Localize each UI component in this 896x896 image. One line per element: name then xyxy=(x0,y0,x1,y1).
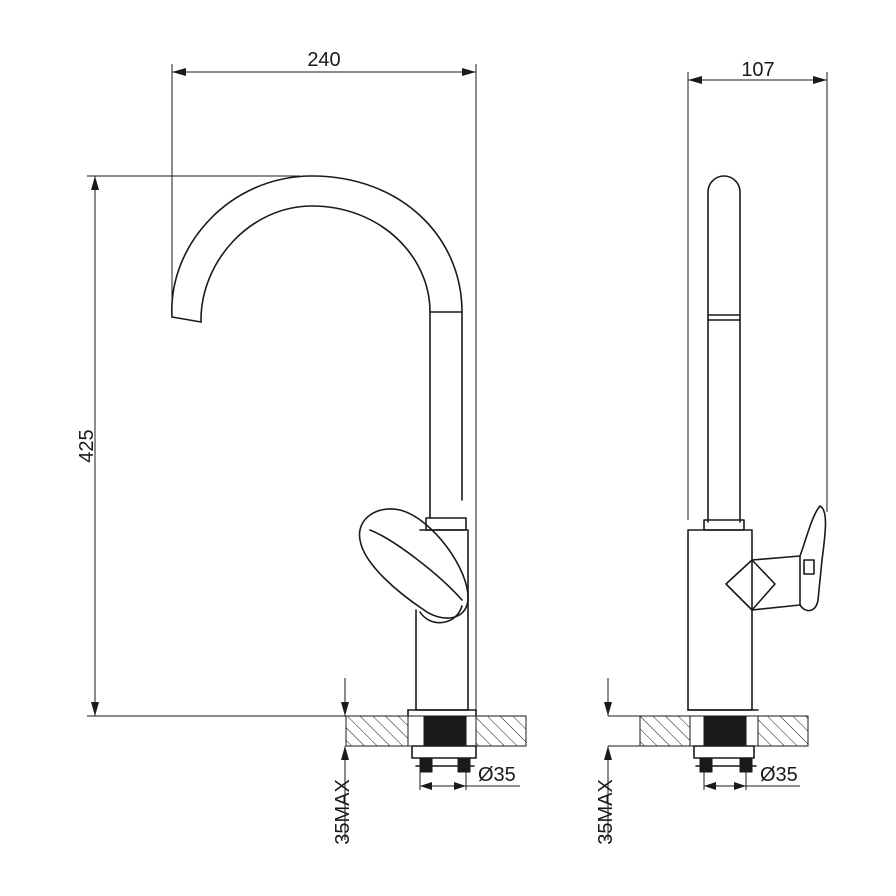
depth-dimension-label: 107 xyxy=(741,59,774,81)
lever-handle-side xyxy=(725,505,827,612)
max-thickness-dimension-side: 35MAX xyxy=(595,678,617,845)
width-dimension: 240 xyxy=(171,49,477,712)
depth-dimension: 107 xyxy=(687,59,828,520)
hole-diameter-dimension: Ø35 xyxy=(419,764,520,790)
faucet-body xyxy=(407,517,477,717)
hole-diameter-label-side: Ø35 xyxy=(760,764,798,786)
hole-diameter-label: Ø35 xyxy=(478,764,516,786)
spout xyxy=(171,175,463,519)
mounting-shank-side xyxy=(693,715,757,773)
height-dimension: 425 xyxy=(76,175,410,717)
max-thickness-label-side: 35MAX xyxy=(595,779,617,845)
lever-handle xyxy=(358,508,469,624)
faucet-body-side xyxy=(687,519,759,711)
countertop-section-side xyxy=(608,715,809,747)
countertop-section xyxy=(345,715,527,747)
front-view: 240 425 xyxy=(76,49,527,845)
width-dimension-label: 240 xyxy=(307,49,340,71)
max-thickness-label: 35MAX xyxy=(332,779,354,845)
mounting-shank xyxy=(411,715,477,773)
spout-side xyxy=(707,175,741,523)
max-thickness-dimension: 35MAX xyxy=(332,678,354,845)
hole-diameter-dimension-side: Ø35 xyxy=(703,764,800,790)
side-view: 107 xyxy=(595,59,828,845)
height-dimension-label: 425 xyxy=(76,429,98,462)
